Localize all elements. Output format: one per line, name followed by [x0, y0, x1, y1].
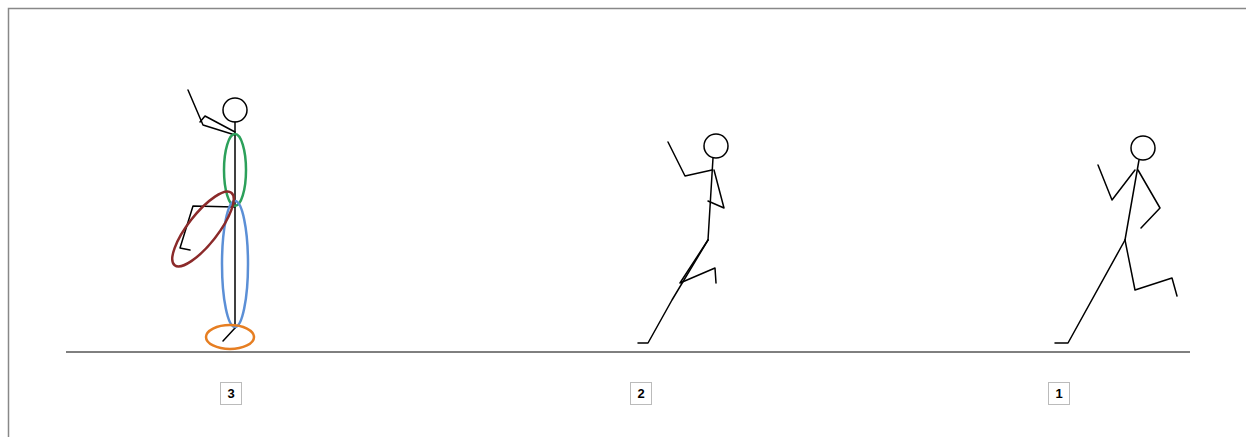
arm	[200, 116, 235, 132]
arm	[708, 170, 724, 208]
frame-border	[9, 9, 1246, 437]
figure-one	[1055, 136, 1177, 343]
arm	[668, 142, 712, 176]
foot-ellipse	[206, 325, 254, 349]
leg	[1125, 240, 1177, 296]
figure-number: 3	[227, 387, 234, 400]
body	[1125, 160, 1139, 240]
head	[704, 134, 728, 158]
arm	[1138, 170, 1160, 228]
figure-number: 1	[1055, 387, 1062, 400]
figure-number-box: 2	[630, 382, 652, 405]
leg	[1055, 240, 1125, 343]
arm	[188, 90, 235, 135]
leg	[680, 240, 716, 283]
ground-line	[66, 352, 1190, 353]
foot	[223, 328, 235, 341]
head	[223, 98, 247, 122]
figure-number: 2	[637, 387, 644, 400]
highlight-ellipses	[163, 134, 254, 349]
body	[234, 122, 236, 328]
arm	[1098, 165, 1135, 200]
head	[1131, 136, 1155, 160]
trunk-ellipse	[224, 134, 246, 206]
figure-number-box: 1	[1048, 382, 1070, 405]
figure-two	[638, 134, 728, 343]
figure-three	[180, 90, 247, 341]
raised-leg-ellipse	[163, 184, 243, 275]
figure-number-box: 3	[220, 382, 242, 405]
